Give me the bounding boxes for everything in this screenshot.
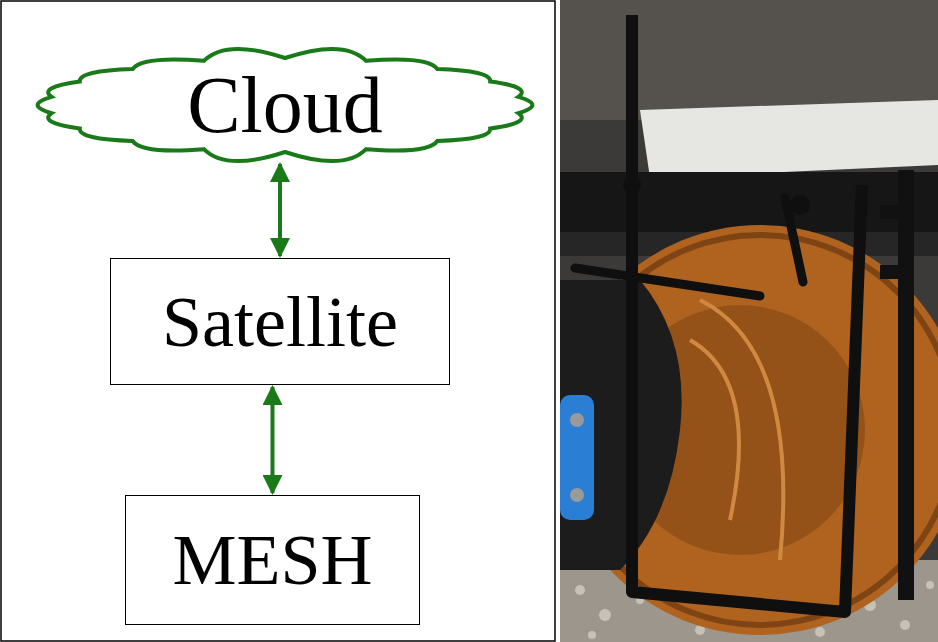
frame-beam	[560, 172, 938, 232]
brake-shoe	[560, 280, 682, 570]
bearing-adapter	[560, 395, 594, 520]
diagram-panel	[1, 1, 555, 641]
rust-streaks	[690, 300, 783, 560]
side-post	[898, 170, 914, 600]
node-label: Cloud	[187, 65, 383, 145]
bolt	[570, 488, 584, 502]
bolt-head	[623, 176, 641, 194]
wheel	[560, 225, 938, 635]
cloud-node: Cloud	[30, 40, 540, 170]
cloud-shape	[38, 49, 533, 161]
deck-plate	[640, 100, 938, 178]
railcar-photo	[560, 0, 938, 642]
grab-handle	[575, 198, 803, 296]
node-label: MESH	[172, 524, 372, 596]
connector-arrow	[271, 387, 275, 493]
process-box: Satellite	[110, 258, 450, 385]
bolt	[570, 413, 584, 427]
process-box: MESH	[125, 495, 420, 625]
handrail	[632, 15, 862, 612]
bolt-head	[790, 195, 810, 215]
connector-arrow	[278, 164, 282, 256]
bracket	[880, 205, 900, 219]
node-label: Satellite	[162, 286, 398, 358]
bracket	[880, 265, 900, 279]
